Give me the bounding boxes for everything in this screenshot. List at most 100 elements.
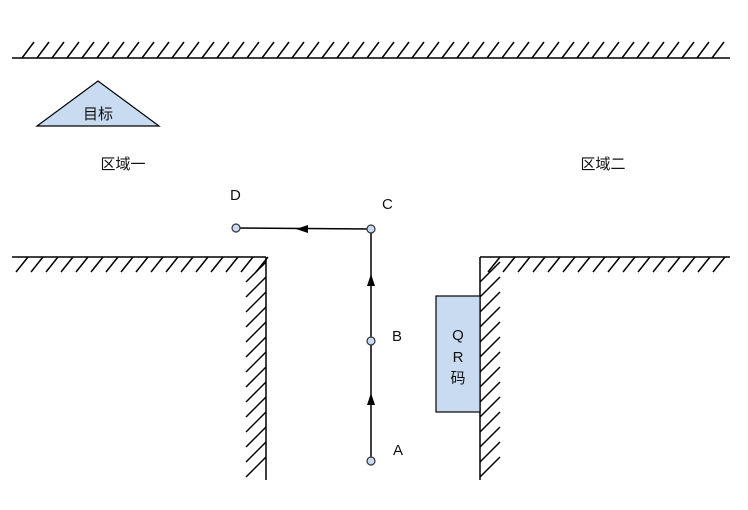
hatch-mark xyxy=(245,396,267,418)
target-marker: 目标 xyxy=(35,80,161,127)
hatch-mark xyxy=(592,256,606,273)
left-wall xyxy=(12,256,269,480)
waypoint-b-label: B xyxy=(392,328,402,345)
waypoint-c xyxy=(366,224,376,234)
hatch-mark xyxy=(666,41,680,59)
hatch-mark xyxy=(517,256,531,273)
hatch-mark xyxy=(135,256,149,273)
hatch-mark xyxy=(516,41,530,59)
hatch-mark xyxy=(66,41,80,59)
hatch-mark xyxy=(60,256,74,273)
hatch-mark xyxy=(606,41,620,59)
hatch-mark xyxy=(165,256,179,273)
hatch-mark xyxy=(501,41,515,59)
qr-label-ma: 码 xyxy=(450,369,465,387)
waypoints xyxy=(231,223,376,466)
hatch-mark xyxy=(201,41,215,59)
hatch-mark xyxy=(667,256,681,273)
hatch-mark xyxy=(45,256,59,273)
top-wall xyxy=(12,41,730,59)
hatch-mark xyxy=(245,276,267,298)
hatch-mark xyxy=(487,256,501,273)
hatch-mark xyxy=(105,256,119,273)
hatch-mark xyxy=(75,256,89,273)
hatch-mark xyxy=(245,291,267,313)
region-two-label: 区域二 xyxy=(580,155,625,173)
hatch-mark xyxy=(479,261,501,283)
waypoint-a-label: A xyxy=(393,442,403,459)
hatch-mark xyxy=(479,276,501,298)
waypoint-b xyxy=(366,336,376,346)
hatch-mark xyxy=(479,306,501,328)
hatch-mark xyxy=(546,41,560,59)
hatch-mark xyxy=(456,41,470,59)
hatch-mark xyxy=(479,396,501,418)
path-arrows xyxy=(296,225,375,405)
hatch-mark xyxy=(276,41,290,59)
hatch-mark xyxy=(156,41,170,59)
robot-path xyxy=(235,227,372,461)
hatch-mark xyxy=(245,381,267,403)
hatch-mark xyxy=(426,41,440,59)
waypoint-d xyxy=(231,223,241,233)
hatch-mark xyxy=(120,256,134,273)
hatch-mark xyxy=(180,256,194,273)
hatch-mark xyxy=(96,41,110,59)
hatch-mark xyxy=(245,411,267,433)
hatch-mark xyxy=(471,41,485,59)
arrow-up-2 xyxy=(367,274,375,286)
hatch-mark xyxy=(479,336,501,358)
hatch-mark xyxy=(245,261,267,283)
hatch-mark xyxy=(622,256,636,273)
hatch-mark xyxy=(441,41,455,59)
hatch-mark xyxy=(336,41,350,59)
hatch-mark xyxy=(479,411,501,433)
hatch-mark xyxy=(245,321,267,343)
arrow-left xyxy=(296,225,308,233)
hatch-mark xyxy=(240,256,254,273)
hatch-mark xyxy=(351,41,365,59)
hatch-mark xyxy=(51,41,65,59)
hatch-mark xyxy=(90,256,104,273)
hatch-mark xyxy=(111,41,125,59)
hatch-mark xyxy=(150,256,164,273)
hatch-mark xyxy=(186,41,200,59)
hatch-mark xyxy=(396,41,410,59)
hatch-mark xyxy=(126,41,140,59)
hatch-mark xyxy=(366,41,380,59)
hatch-mark xyxy=(30,256,44,273)
hatch-mark xyxy=(479,291,501,313)
hatch-mark xyxy=(245,456,267,478)
target-label: 目标 xyxy=(83,105,113,123)
hatch-mark xyxy=(245,336,267,358)
hatch-mark xyxy=(306,41,320,59)
hatch-mark xyxy=(195,256,209,273)
right-wall xyxy=(479,256,730,480)
hatch-mark xyxy=(171,41,185,59)
hatch-mark xyxy=(245,426,267,448)
hatch-mark xyxy=(576,41,590,59)
hatch-mark xyxy=(479,321,501,343)
qr-label-r: R xyxy=(453,349,464,366)
hatch-mark xyxy=(652,256,666,273)
hatch-mark xyxy=(697,256,711,273)
hatch-mark xyxy=(291,41,305,59)
hatch-mark xyxy=(81,41,95,59)
hatch-mark xyxy=(261,41,275,59)
hatch-mark xyxy=(532,256,546,273)
hatch-mark xyxy=(381,41,395,59)
waypoint-a xyxy=(366,456,376,466)
hatch-mark xyxy=(637,256,651,273)
hatch-mark xyxy=(696,41,710,59)
hatch-mark xyxy=(621,41,635,59)
hatch-mark xyxy=(245,441,267,463)
hatch-mark xyxy=(651,41,665,59)
hatch-mark xyxy=(562,256,576,273)
hatch-mark xyxy=(577,256,591,273)
hatch-mark xyxy=(36,41,50,59)
hatch-mark xyxy=(479,381,501,403)
hatch-mark xyxy=(245,351,267,373)
hatch-mark xyxy=(591,41,605,59)
hatch-mark xyxy=(21,41,35,59)
hatch-mark xyxy=(479,351,501,373)
